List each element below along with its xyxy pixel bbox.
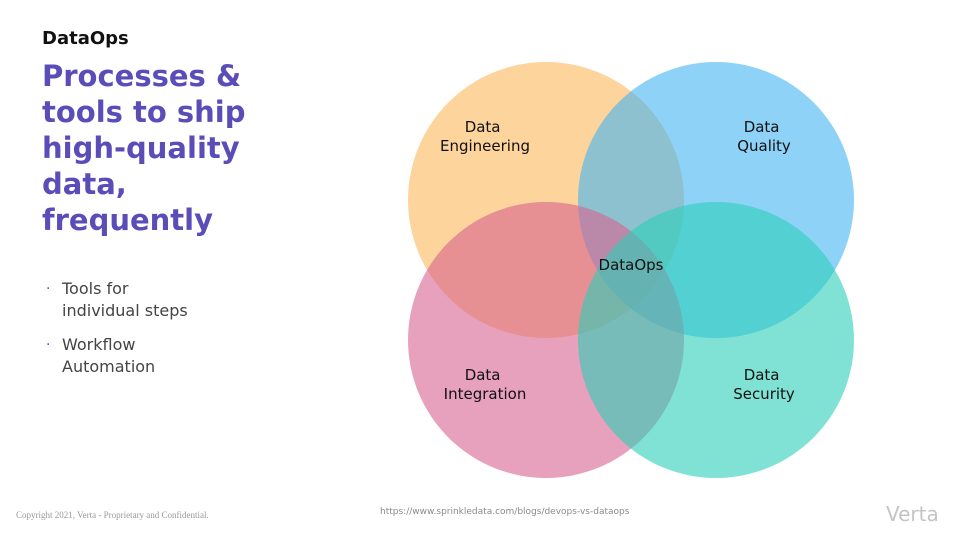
label-line: Data [465,118,501,136]
label-data-integration: Data Integration [444,366,527,403]
title-line: high-quality [42,131,240,165]
center-label: DataOps [599,256,664,274]
label-data-security: Data Security [733,366,795,403]
bullet-text-line: individual steps [62,301,188,320]
bullet-item-tools: · Tools for individual steps [46,278,286,322]
label-line: Engineering [440,137,530,155]
label-line: Data [465,366,501,384]
label-line: Data [744,366,780,384]
bullet-item-workflow: · Workflow Automation [46,334,286,378]
source-link[interactable]: https://www.sprinkledata.com/blogs/devop… [380,507,630,517]
bullet-text-line: Tools for [62,279,129,298]
label-line: Integration [444,385,527,403]
label-data-engineering: Data Engineering [440,118,530,155]
eyebrow-label: DataOps [42,28,129,49]
title-line: data, [42,167,127,201]
title-line: tools to ship [42,95,246,129]
label-line: Security [733,385,795,403]
title-line: frequently [42,203,214,237]
verta-logo: Verta [886,502,939,526]
bullet-dot-icon: · [46,281,51,297]
slide-title: Processes & tools to ship high-quality d… [42,58,282,238]
circle-data-security [578,202,854,478]
bullet-dot-icon: · [46,337,51,353]
label-line: Quality [737,137,791,155]
bullet-list: · Tools for individual steps · Workflow … [46,278,286,390]
title-line: Processes & [42,59,242,93]
copyright-footer: Copyright 2021, Verta - Proprietary and … [16,510,209,520]
label-line: Data [744,118,780,136]
bullet-text-line: Workflow [62,335,136,354]
bullet-text-line: Automation [62,357,156,376]
label-data-quality: Data Quality [737,118,791,155]
